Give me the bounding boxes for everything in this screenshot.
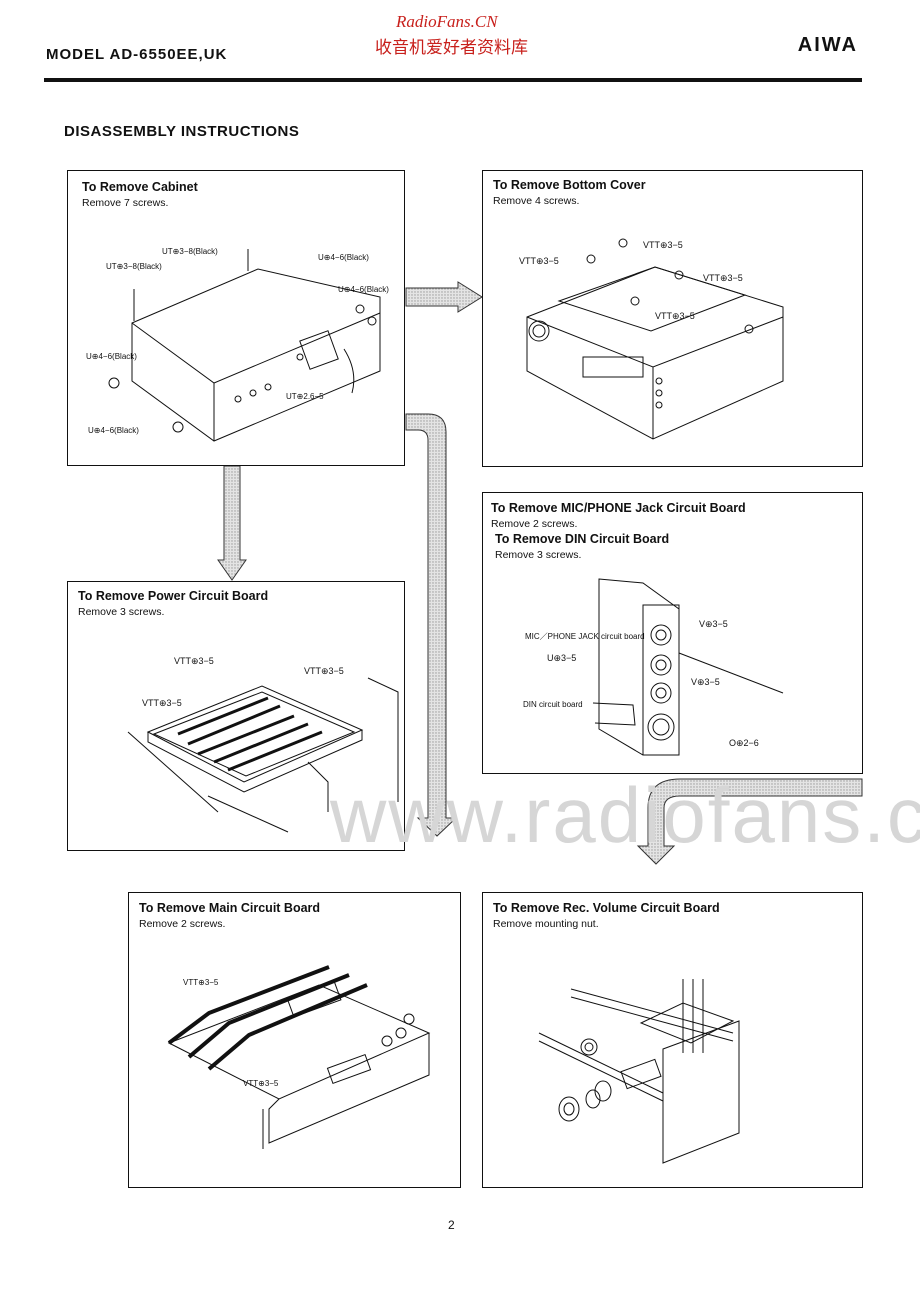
model-number: MODEL AD-6550EE,UK xyxy=(46,46,228,63)
cabinet-illustration: UT⊕3−8(Black) UT⊕3−8(Black) U⊕4−6(Black)… xyxy=(86,247,389,442)
panel-remove-cabinet: To Remove Cabinet Remove 7 screws. UT⊕3−… xyxy=(67,170,405,466)
panel-note: Remove 7 screws. xyxy=(82,197,169,209)
panel-note: Remove 3 screws. xyxy=(78,606,165,618)
panel-remove-rec-volume-board: To Remove Rec. Volume Circuit Board Remo… xyxy=(482,892,863,1188)
cab-label-2: UT⊕3−8(Black) xyxy=(106,262,162,271)
panel-note: Remove 2 screws. xyxy=(491,518,578,530)
cab-label-3: U⊕4−6(Black) xyxy=(318,253,369,262)
bot-label-1: VTT⊕3−5 xyxy=(643,240,683,250)
pwr-label-1: VTT⊕3−5 xyxy=(174,656,214,666)
power-illustration: VTT⊕3−5 VTT⊕3−5 VTT⊕3−5 xyxy=(127,656,399,833)
arrow-right-1 xyxy=(405,281,483,313)
page-number: 2 xyxy=(448,1218,455,1232)
jack-illustration: MIC／PHONE JACK circuit board U⊕3−5 V⊕3−5… xyxy=(523,578,784,756)
bot-label-4: VTT⊕3−5 xyxy=(655,311,695,321)
jack-label-6: O⊕2−6 xyxy=(729,738,759,748)
panel-note: Remove 2 screws. xyxy=(139,918,226,930)
panel-title-2: To Remove DIN Circuit Board xyxy=(495,532,670,546)
panel-note: Remove 4 screws. xyxy=(493,195,580,207)
cab-label-6: UT⊕2.6−5 xyxy=(286,392,324,401)
cab-label-1: UT⊕3−8(Black) xyxy=(162,247,218,256)
panel-note: Remove mounting nut. xyxy=(493,918,599,930)
panel-title: To Remove Bottom Cover xyxy=(493,178,646,192)
site-subtitle: 收音机爱好者资料库 xyxy=(375,38,528,58)
panel-note-2: Remove 3 screws. xyxy=(495,549,582,561)
main-illustration: VTT⊕3−5 VTT⊕3−5 xyxy=(167,965,431,1149)
pwr-label-2: VTT⊕3−5 xyxy=(304,666,344,676)
cab-label-5: U⊕4−6(Black) xyxy=(86,352,137,361)
jack-label-3: V⊕3−5 xyxy=(699,619,728,629)
site-title: RadioFans.CN xyxy=(396,12,498,31)
watermark-text: www.radiofans.c xyxy=(330,771,920,859)
main-label-2: VTT⊕3−5 xyxy=(243,1079,279,1088)
pwr-label-3: VTT⊕3−5 xyxy=(142,698,182,708)
bottom-cover-illustration: VTT⊕3−5 VTT⊕3−5 VTT⊕3−5 VTT⊕3−5 xyxy=(519,238,784,440)
panel-title: To Remove Power Circuit Board xyxy=(78,589,269,603)
main-label-1: VTT⊕3−5 xyxy=(183,978,219,987)
recvol-illustration xyxy=(538,979,740,1164)
bot-label-2: VTT⊕3−5 xyxy=(519,256,559,266)
cab-label-7: U⊕4−6(Black) xyxy=(88,426,139,435)
panel-title: To Remove Cabinet xyxy=(82,180,198,194)
section-title: DISASSEMBLY INSTRUCTIONS xyxy=(64,123,300,140)
arrow-down-1 xyxy=(217,465,247,581)
jack-label-5: DIN circuit board xyxy=(523,700,583,709)
jack-label-1: MIC／PHONE JACK circuit board xyxy=(525,632,645,641)
panel-remove-jack-din: To Remove MIC/PHONE Jack Circuit Board R… xyxy=(482,492,863,774)
brand-logo: AIWA xyxy=(797,34,858,56)
header-rule xyxy=(44,78,862,82)
jack-label-4: V⊕3−5 xyxy=(691,677,720,687)
arrow-curve-main xyxy=(405,413,458,837)
jack-label-2: U⊕3−5 xyxy=(547,653,576,663)
bot-label-3: VTT⊕3−5 xyxy=(703,273,743,283)
cab-label-4: U⊕4−6(Black) xyxy=(338,285,389,294)
panel-remove-bottom-cover: To Remove Bottom Cover Remove 4 screws. … xyxy=(482,170,863,467)
panel-title: To Remove Rec. Volume Circuit Board xyxy=(493,901,720,915)
panel-remove-main-board: To Remove Main Circuit Board Remove 2 sc… xyxy=(128,892,461,1188)
panel-title: To Remove Main Circuit Board xyxy=(139,901,321,915)
arrow-curve-recvol xyxy=(636,778,863,865)
panel-remove-power-board: To Remove Power Circuit Board Remove 3 s… xyxy=(67,581,405,851)
panel-title: To Remove MIC/PHONE Jack Circuit Board xyxy=(491,501,746,515)
